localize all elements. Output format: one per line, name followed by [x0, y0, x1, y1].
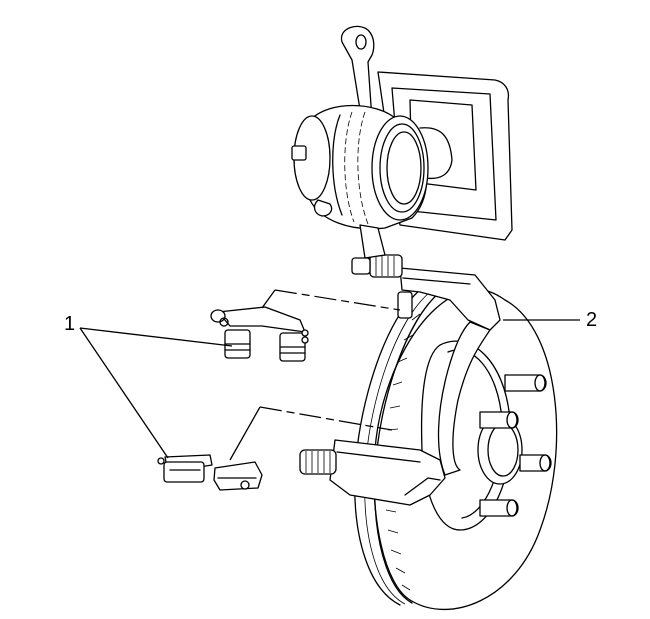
retainer-clip-upper [210, 306, 309, 362]
callout-1-leaders [79, 327, 233, 459]
brake-caliper [291, 25, 513, 259]
caliper-bracket [299, 254, 501, 506]
wheel-studs [479, 374, 552, 517]
retainer-clip-lower [157, 454, 263, 491]
callout-label-1: 1 [64, 313, 76, 335]
callout-label-2: 2 [586, 309, 598, 331]
brake-rotor [354, 288, 558, 610]
guide-pin-lower [299, 449, 337, 475]
guide-pin-upper [351, 254, 403, 278]
